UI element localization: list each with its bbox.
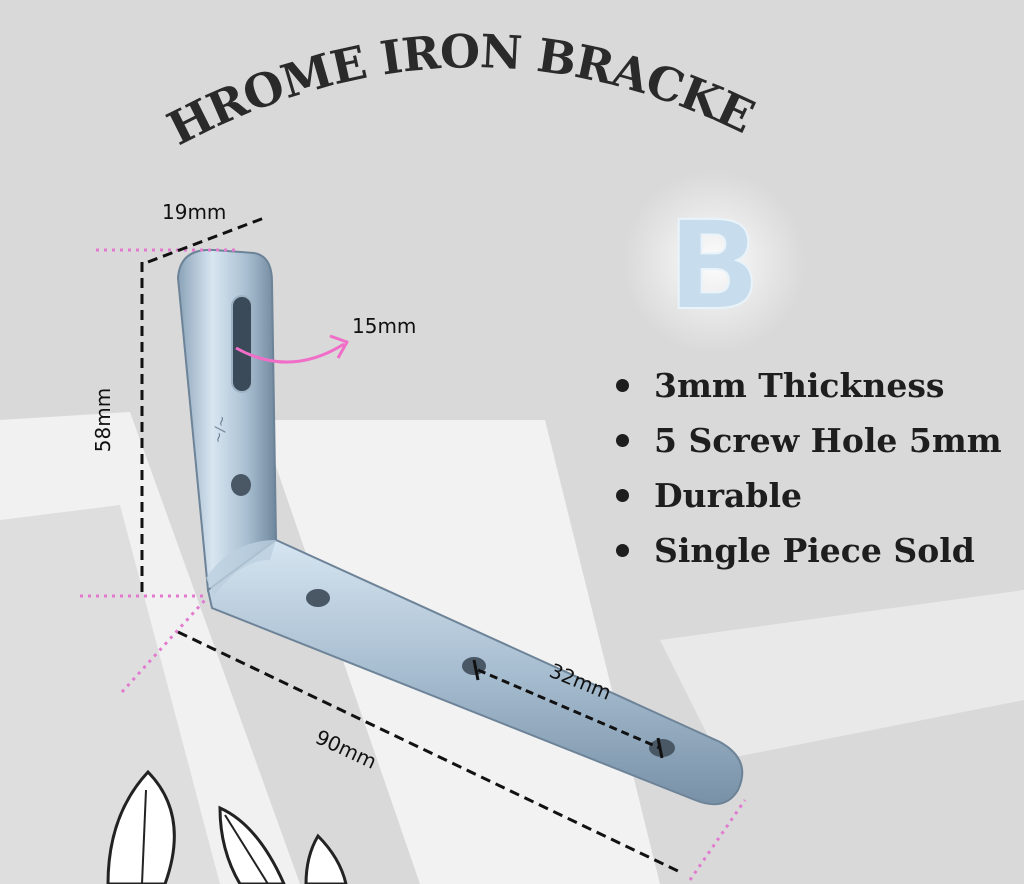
feature-item: 5 Screw Hole 5mm (612, 413, 1002, 468)
leaf-icon (304, 833, 348, 884)
bullet-dot-icon (616, 379, 629, 392)
leaf-icon (106, 769, 176, 884)
bracket-bend (206, 540, 276, 596)
bullet-dot-icon (616, 544, 629, 557)
screw-hole-1 (231, 474, 251, 496)
light-band-right (660, 590, 1024, 760)
leaf-decoration (106, 769, 348, 884)
feature-text: Single Piece Sold (654, 531, 975, 570)
feature-item: Durable (612, 468, 1002, 523)
bullet-dot-icon (616, 489, 629, 502)
feature-text: 3mm Thickness (654, 366, 945, 405)
feature-text: Durable (654, 476, 802, 515)
leaf-vein-icon (224, 814, 269, 884)
leaf-vein-icon (141, 789, 147, 884)
screw-hole-2 (306, 589, 330, 607)
slot-arrow-head (329, 334, 349, 359)
dimension-label-width: 19mm (162, 200, 226, 224)
feature-text: 5 Screw Hole 5mm (654, 421, 1002, 460)
dimension-label-slot: 15mm (352, 314, 416, 338)
bracket-stamp-mark: ~/~ (210, 414, 231, 445)
bullet-dot-icon (616, 434, 629, 447)
badge-letter: B (668, 195, 761, 337)
slot-arrow (235, 342, 345, 364)
dimension-guides (80, 216, 747, 881)
screw-hole-4 (649, 739, 675, 757)
feature-item: 3mm Thickness (612, 358, 1002, 413)
feature-item: Single Piece Sold (612, 523, 1002, 578)
shadow-band (0, 505, 220, 884)
badge-glow (622, 170, 806, 354)
bracket-slot (231, 295, 253, 393)
dimension-label-height: 58mm (91, 388, 115, 452)
feature-list: 3mm Thickness 5 Screw Hole 5mm Durable S… (612, 358, 1002, 578)
